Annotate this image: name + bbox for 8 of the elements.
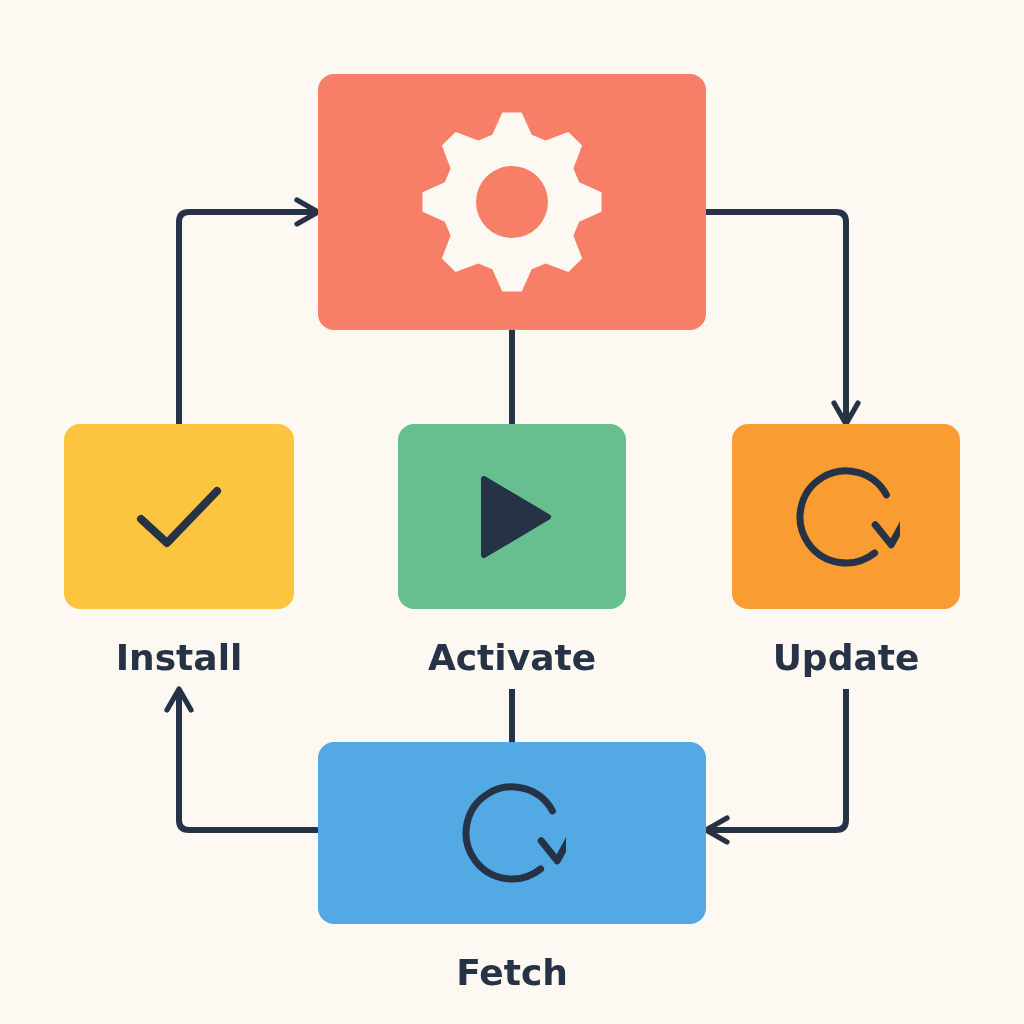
arrow xyxy=(706,209,861,427)
step-label: Activate xyxy=(426,637,598,678)
arrow xyxy=(164,686,318,833)
step-label: Fetch xyxy=(455,952,569,993)
connector-line xyxy=(509,689,515,742)
step-label: Update xyxy=(771,637,921,678)
connector-line xyxy=(509,330,515,424)
step-label: Install xyxy=(114,637,244,678)
